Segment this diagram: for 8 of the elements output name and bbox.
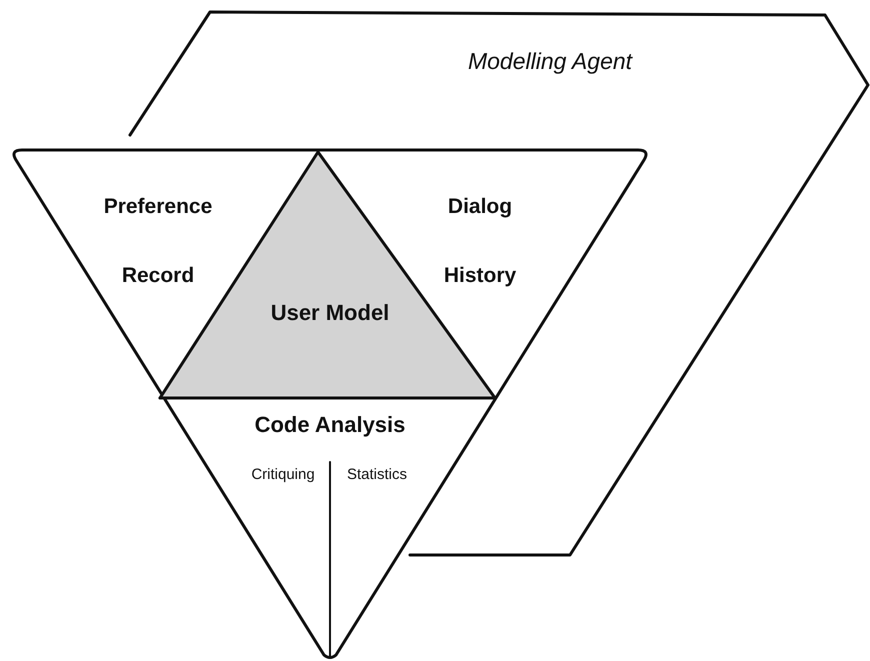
agent-label: Modelling Agent [466, 48, 634, 75]
section-label: Preference Record [78, 172, 238, 311]
section-label: Critiquing [242, 466, 324, 484]
section-label: Dialog History [410, 172, 550, 311]
section-label: User Model [260, 300, 400, 326]
inverted-triangle [10, 150, 650, 661]
section-label: Statistics [336, 466, 418, 484]
section-label: Code Analysis [245, 412, 415, 438]
